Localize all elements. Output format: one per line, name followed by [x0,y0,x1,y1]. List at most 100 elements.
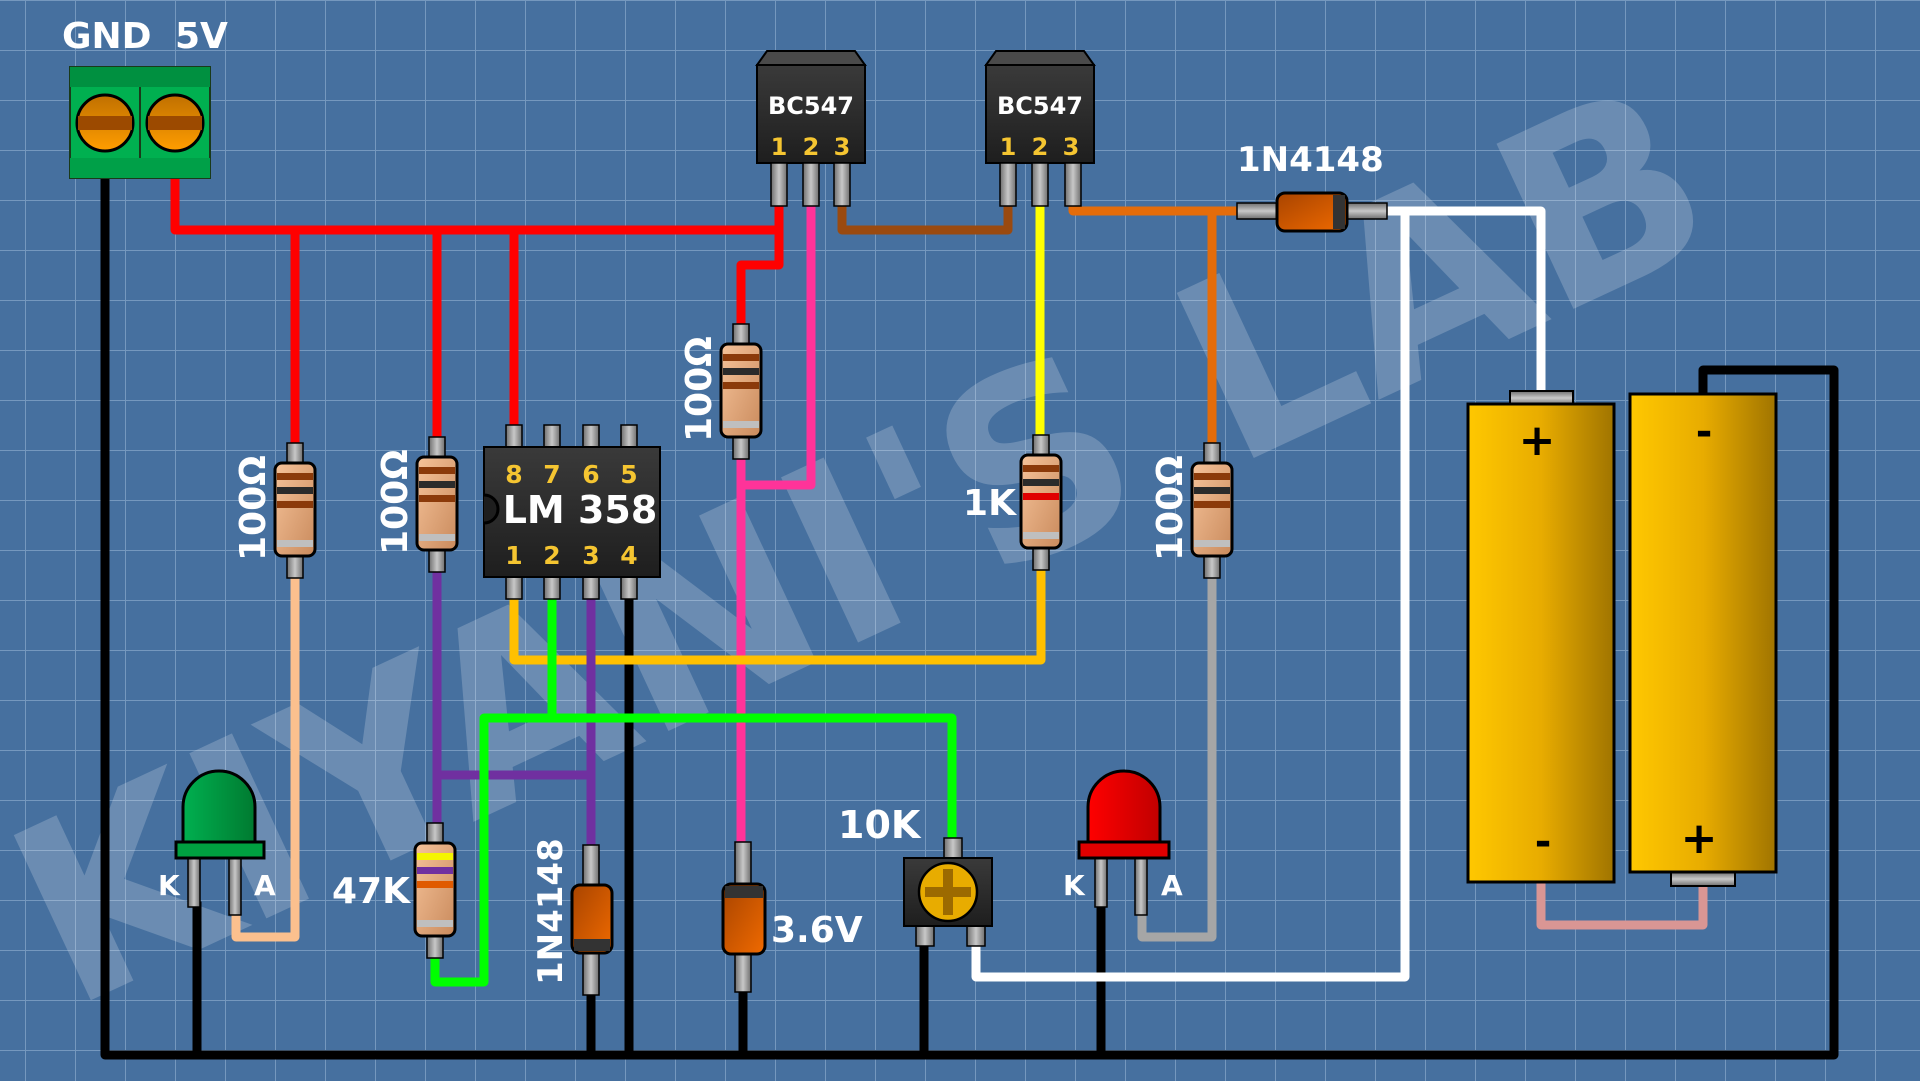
resistor-label: 100Ω [1150,455,1191,561]
battery-b1-top-sign: + [1519,415,1556,466]
screw-slot [78,116,132,130]
resistor-band [1194,540,1230,547]
terminal-label-5v: 5V [175,16,228,57]
resistor-band [723,382,759,389]
transistor-pin [1031,162,1049,207]
transistor-q1[interactable]: BC547 1 2 3 [755,50,867,207]
resistor-band [419,467,455,474]
resistor-band [1023,493,1059,500]
pin-label: 7 [543,460,560,489]
resistor-band [277,540,313,547]
wire-green-loop [430,713,957,987]
wire-white [1382,206,1546,396]
diode-cathode-band [1333,195,1345,229]
battery-b1-bottom-sign: - [1535,819,1552,865]
led-dome [1086,769,1162,845]
potentiometer[interactable]: 10K [838,803,993,947]
transistor-pin [999,162,1017,207]
terminal-bottom-band [70,158,210,178]
screw-cross [943,869,953,915]
diode-d1-label: 1N4148 [1237,140,1384,180]
transistor-pin [833,162,851,207]
pin-label: 2 [803,133,820,161]
pin-label: 2 [1032,133,1049,161]
resistor-body [1019,453,1063,550]
resistor-band [419,481,455,488]
wire-peach [231,573,300,942]
wire-amber [509,564,1046,665]
terminal-top-band [70,67,210,87]
opamp-pin [620,574,638,600]
opamp-pin [505,424,523,450]
diode-d1[interactable]: 1N4148 [1236,140,1388,233]
pin-label: 8 [505,460,522,489]
led-flange [174,840,266,860]
wire-brown [837,201,1013,235]
wires [100,173,1839,1060]
resistor-r6[interactable]: 47K [332,822,457,959]
resistor-label: 1K [963,483,1017,524]
zener-label: 3.6V [771,910,863,951]
pin-label: 3 [1063,133,1080,161]
pin-label: 5 [620,460,637,489]
pin-label: 1 [771,133,788,161]
led-lead-k [1094,856,1108,908]
diode-cathode-band [725,886,763,898]
diode-cathode-band [574,939,610,951]
resistor-band [1194,473,1230,480]
resistor-body [273,461,317,558]
power-terminal: GND 5V [62,16,228,179]
opamp-pin [582,424,600,450]
led-red-a-label: A [1161,869,1183,902]
diode-body [721,882,767,956]
pin-label: 4 [620,541,637,570]
transistor-cap [984,50,1096,66]
resistor-r3[interactable]: 100Ω [679,323,763,460]
resistor-band [723,354,759,361]
resistor-r1[interactable]: 100Ω [233,442,317,579]
transistor-q2[interactable]: BC547 1 2 3 [984,50,1096,207]
pot-pin [915,923,935,947]
resistor-body [413,841,457,938]
pin-label: 1 [505,541,522,570]
resistor-band [1194,501,1230,508]
pin-label: 1 [1000,133,1017,161]
battery-b2-bottom-sign: + [1681,813,1718,864]
diode-d2[interactable]: 1N4148 [531,838,614,996]
resistor-band [419,495,455,502]
transistor-q2-label: BC547 [997,92,1083,120]
opamp-pin [543,574,561,600]
resistor-band [723,421,759,428]
led-green[interactable]: K A [158,769,276,916]
opamp-pin [582,574,600,600]
terminal-label-gnd: GND [62,16,152,57]
resistor-label: 100Ω [233,455,274,561]
resistor-r5[interactable]: 100Ω [1150,442,1234,579]
battery-cap [1670,871,1736,887]
zener-z1[interactable]: 3.6V [721,841,863,993]
led-flange [1077,840,1171,860]
battery-body [1628,392,1778,874]
resistor-r4[interactable]: 1K [963,434,1063,571]
opamp-pin [543,424,561,450]
battery-b2[interactable]: - + [1628,392,1778,887]
wire-orange [1068,201,1242,216]
resistors: 100Ω 100Ω 100Ω 1K 100Ω 47K [233,323,1234,959]
battery-body [1466,402,1616,884]
battery-b1[interactable]: + - [1466,390,1616,884]
resistor-r2[interactable]: 100Ω [375,436,459,573]
opamp-pin [505,574,523,600]
resistor-band [419,534,455,541]
transistor-pin [770,162,788,207]
resistor-band [417,853,453,860]
resistor-label: 100Ω [679,336,720,442]
led-red[interactable]: K A [1063,769,1183,916]
wire-gray [1137,573,1217,942]
transistor-body [985,64,1095,164]
resistor-body [719,342,763,439]
led-dome [181,769,257,845]
battery-b2-top-sign: - [1696,409,1713,455]
opamp-lm358[interactable]: LM 358 8 7 6 5 1 2 3 4 [483,424,661,600]
pot-pin [943,837,963,861]
